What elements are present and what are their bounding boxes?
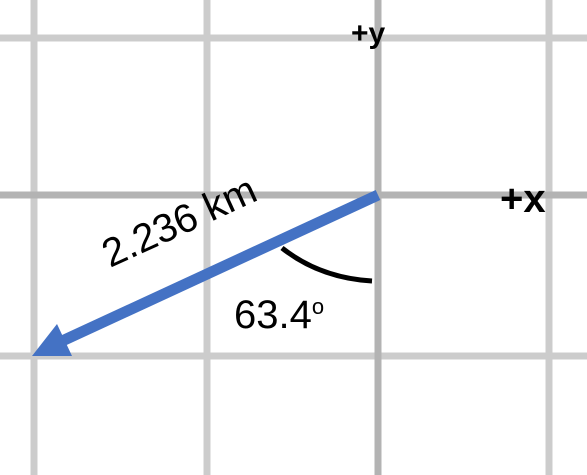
degree-symbol: o (312, 294, 324, 319)
vector-arrow (32, 190, 381, 356)
y-axis-label: +y (351, 17, 386, 50)
vector-shaft (57, 190, 381, 347)
angle-label: 63.4o (234, 293, 324, 337)
angle-arc (280, 246, 373, 284)
arrowhead-icon (32, 324, 72, 356)
angle-value: 63.4 (234, 293, 312, 337)
x-axis-label: +x (500, 177, 546, 221)
